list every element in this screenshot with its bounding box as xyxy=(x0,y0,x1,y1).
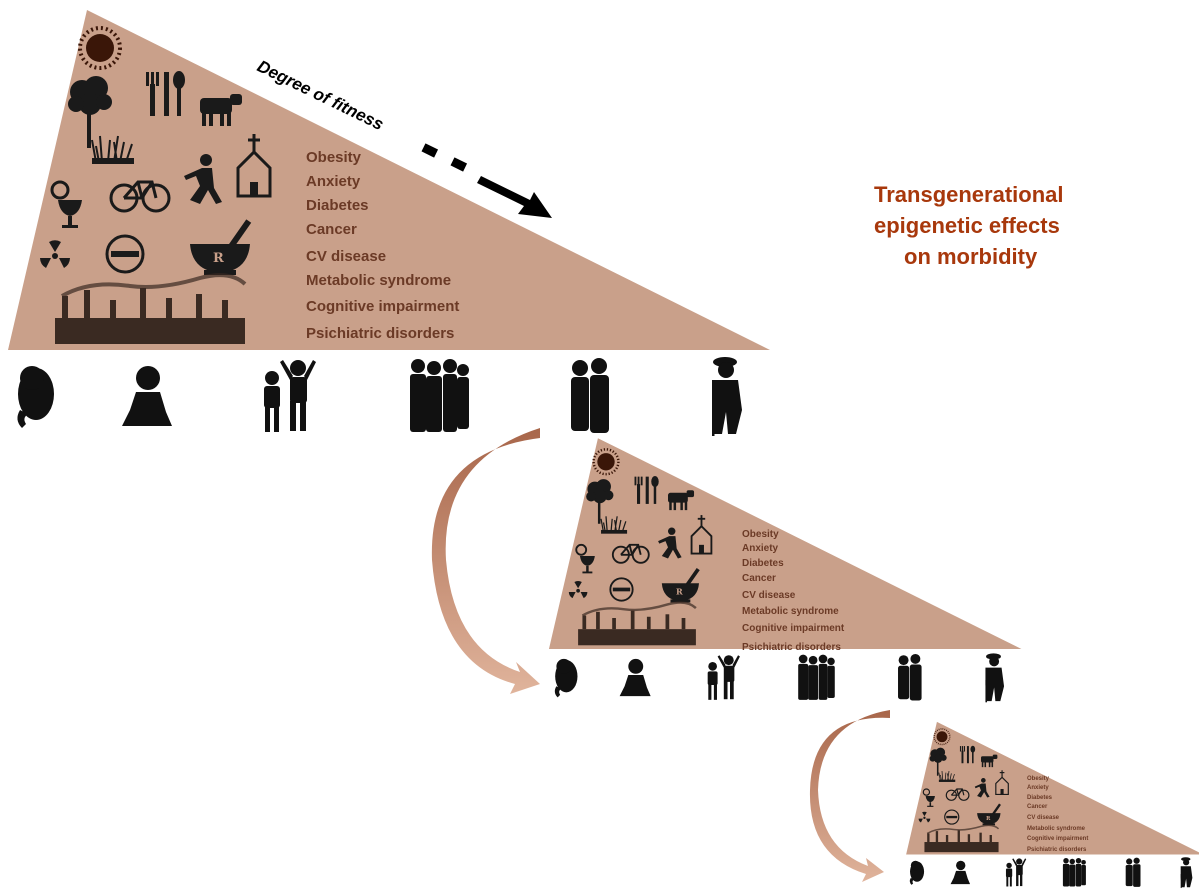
generation-3-life-stages xyxy=(909,857,1193,889)
condition-label: Cancer xyxy=(1027,804,1048,810)
generation-2-triangle xyxy=(547,436,1023,651)
generation-1: Obesity Anxiety Diabetes Cancer CV disea… xyxy=(6,8,772,436)
condition-label: Anxiety xyxy=(306,173,361,190)
condition-label: Cancer xyxy=(742,573,776,584)
generation-2 xyxy=(547,436,1023,703)
generation-3-conditions: Obesity Anxiety Diabetes Cancer CV disea… xyxy=(1027,776,1088,853)
condition-label: Obesity xyxy=(1027,776,1050,782)
title-line-1: Transgenerational xyxy=(874,182,1064,207)
condition-label: Cognitive impairment xyxy=(306,298,459,315)
generation-1-conditions: Obesity Anxiety Diabetes Cancer CV disea… xyxy=(306,149,459,342)
diagram-title: Transgenerational epigenetic effects on … xyxy=(874,182,1064,269)
fitness-arrow xyxy=(421,143,552,218)
condition-label: Cognitive impairment xyxy=(742,623,845,634)
condition-label: CV disease xyxy=(742,590,796,601)
generation-3-triangle xyxy=(905,721,1199,856)
condition-label: Psichiatric disorders xyxy=(1027,847,1087,853)
condition-label: CV disease xyxy=(1027,815,1060,821)
condition-label: Metabolic syndrome xyxy=(742,606,839,617)
generation-arrow-1 xyxy=(431,428,540,694)
condition-label: Obesity xyxy=(306,149,362,166)
title-line-2: epigenetic effects xyxy=(874,213,1060,238)
condition-label: Cognitive impairment xyxy=(1027,836,1088,842)
condition-label: Anxiety xyxy=(742,543,779,554)
condition-label: Metabolic syndrome xyxy=(1027,826,1086,832)
generation-3 xyxy=(905,721,1199,889)
condition-label: Psichiatric disorders xyxy=(742,642,841,653)
condition-label: Metabolic syndrome xyxy=(306,272,451,289)
condition-label: Diabetes xyxy=(1027,795,1053,801)
generation-2-life-stages xyxy=(554,653,1005,703)
condition-label: Diabetes xyxy=(742,558,784,569)
generation-1-life-stages xyxy=(17,357,742,436)
condition-label: Diabetes xyxy=(306,197,369,214)
condition-label: Psichiatric disorders xyxy=(306,325,454,342)
condition-label: CV disease xyxy=(306,248,386,265)
title-line-3: on morbidity xyxy=(904,244,1038,269)
generation-2-conditions: Obesity Anxiety Diabetes Cancer CV disea… xyxy=(742,529,845,653)
generation-arrow-2 xyxy=(809,710,890,882)
condition-label: Cancer xyxy=(306,221,357,238)
condition-label: Anxiety xyxy=(1027,785,1049,791)
condition-label: Obesity xyxy=(742,529,779,540)
